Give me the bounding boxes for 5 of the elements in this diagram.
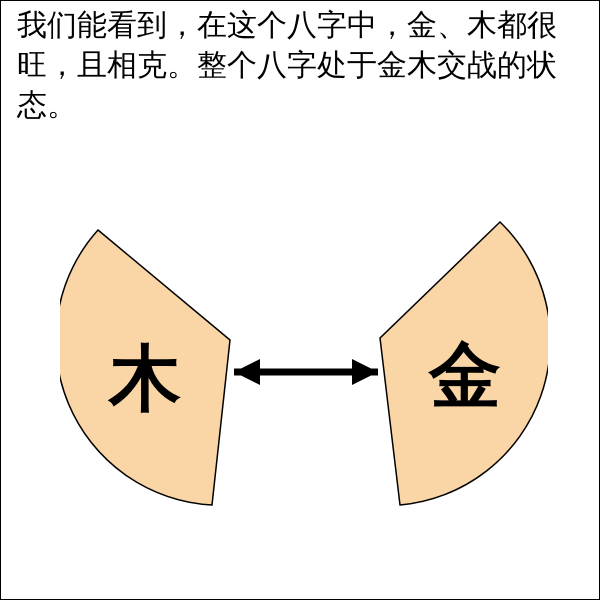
element-character: 金	[429, 335, 501, 415]
element-character: 木	[109, 338, 181, 418]
sector-shape	[60, 228, 232, 508]
title-text: 我们能看到，在这个八字中，金、木都很旺，且相克。整个八字处于金木交战的状态。	[17, 7, 558, 125]
double-arrow	[234, 359, 378, 385]
